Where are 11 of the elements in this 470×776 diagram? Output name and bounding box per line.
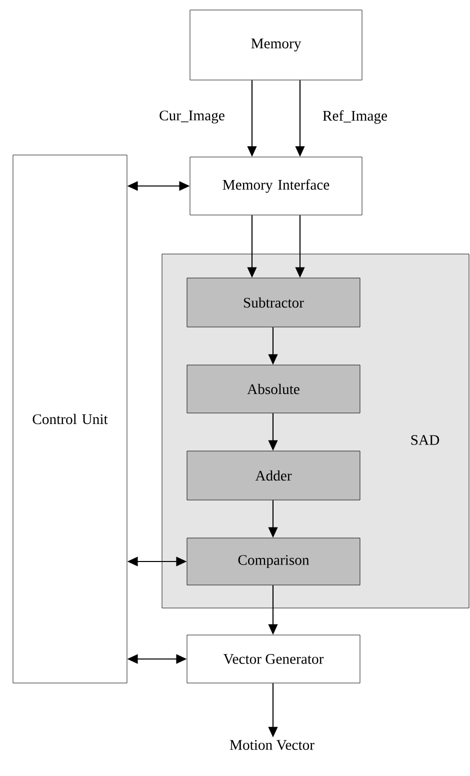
output-text: Motion Vector (230, 740, 314, 750)
memory-box: Memory (190, 10, 362, 80)
process-box: Absolute (186, 364, 360, 414)
process-box: Vector Generator (186, 634, 360, 684)
process-box: Comparison (186, 538, 360, 586)
control-box: Control Unit (12, 154, 128, 684)
interface-box: Memory Interface (190, 156, 362, 216)
edge-label: Ref_Image (322, 110, 388, 124)
edge-label: Cur_Image (160, 110, 224, 124)
process-box: Subtractor (186, 278, 360, 328)
process-box: Adder (186, 450, 360, 500)
